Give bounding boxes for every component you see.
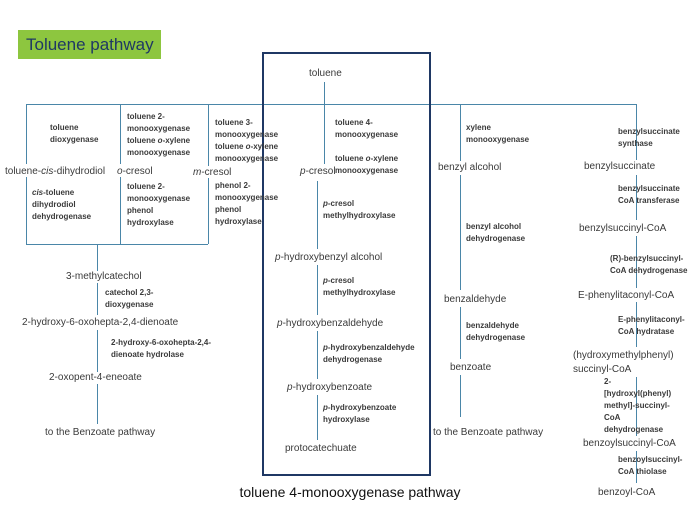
line-bs-down: [636, 175, 637, 220]
compound-benzoylsuccinyl-coa: benzoylsuccinyl-CoA: [583, 438, 676, 449]
compound-to-benzoate-right: to the Benzoate pathway: [433, 427, 544, 438]
compound-2-oxopent-4-eneoate: 2-oxopent-4-eneoate: [49, 372, 142, 383]
line-merge-horizontal: [26, 244, 208, 245]
enzyme-hohd-hydrolase: 2-hydroxy-6-oxohepta-2,4-dienoate hydrol…: [111, 338, 212, 359]
compound-toluene: toluene: [309, 68, 342, 79]
line-phbald-down: [317, 331, 318, 379]
enzyme-benzylsuccinate-coa-transferase: benzylsuccinate CoA transferase: [618, 184, 680, 205]
compound-p-hydroxybenzyl-alcohol: p-hydroxybenzyl alcohol: [275, 252, 383, 263]
compound-e-phenylitaconyl-coa: E-phenylitaconyl-CoA: [578, 290, 675, 301]
compound-p-cresol: p-cresol: [300, 166, 336, 177]
enzyme-phenol-2-monooxygenase: phenol 2-monooxygenase phenol hydroxylas…: [215, 181, 279, 226]
enzyme-e-phenylitaconyl-coa-hydratase: E-phenylitaconyl-CoA hydratase: [618, 315, 685, 336]
enzyme-p-hydroxybenzaldehyde-dehydrogenase: p-hydroxybenzaldehyde dehydrogenase: [323, 343, 415, 364]
line-col2-top: [120, 104, 121, 164]
line-col4-top: [324, 104, 325, 164]
line-catechol-down: [97, 283, 98, 315]
compound-benzylsuccinate: benzylsuccinate: [584, 161, 656, 172]
compound-m-cresol: m-cresol: [193, 167, 232, 178]
enzyme-p-hydroxybenzoate-hydroxylase: p-hydroxybenzoate hydroxylase: [323, 403, 397, 424]
compound-benzyl-alcohol: benzyl alcohol: [438, 162, 502, 173]
line-epc-down: [636, 302, 637, 347]
line-col6-top: [636, 104, 637, 160]
compound-o-cresol: o-cresol: [117, 166, 153, 177]
enzyme-r-benzylsuccinyl-coa-dehydrogenase: (R)-benzylsuccinyl-CoA dehydrogenase: [610, 254, 688, 275]
compound-p-hydroxybenzaldehyde: p-hydroxybenzaldehyde: [277, 318, 384, 329]
line-phba-down: [317, 265, 318, 315]
line-hmp-down: [636, 375, 637, 436]
enzyme-p-cresol-methylhydroxylase-2: p-cresol methylhydroxylase: [323, 276, 396, 297]
t4mo-pathway-box: [262, 52, 431, 476]
line-benzoate-down: [460, 375, 461, 417]
line-merge-down: [97, 244, 98, 271]
diagram-title: Toluene pathway: [18, 30, 161, 59]
compound-hohd: 2-hydroxy-6-oxohepta-2,4-dienoate: [22, 317, 179, 328]
line-col5-top: [460, 104, 461, 161]
line-toluene-down: [324, 82, 325, 104]
line-benzaldehyde-down: [460, 307, 461, 359]
line-top-horizontal: [26, 104, 636, 105]
line-col3-top: [208, 104, 209, 166]
compound-benzoyl-coa: benzoyl-CoA: [598, 487, 656, 498]
compound-toluene-cis-dihydrodiol: toluene-cis-dihydrodiol: [5, 166, 106, 177]
enzyme-benzoylsuccinyl-coa-thiolase: benzoylsuccinyl-CoA thiolase: [618, 455, 683, 476]
line-phb-down: [317, 395, 318, 440]
line-benzylalcohol-down: [460, 175, 461, 290]
enzyme-benzaldehyde-dehydrogenase: benzaldehyde dehydrogenase: [466, 321, 526, 342]
line-col1-top: [26, 104, 27, 164]
compound-p-hydroxybenzoate: p-hydroxybenzoate: [287, 382, 373, 393]
enzyme-p-cresol-methylhydroxylase-1: p-cresol methylhydroxylase: [323, 199, 396, 220]
line-col2-mid: [120, 177, 121, 244]
compound-3-methylcatechol: 3-methylcatechol: [66, 271, 142, 282]
line-bscoa-down: [636, 236, 637, 288]
compound-to-benzoate-left: to the Benzoate pathway: [45, 427, 156, 438]
compound-hydroxymethylphenyl-succinyl-coa: (hydroxymethylphenyl)succinyl-CoA: [573, 349, 674, 377]
enzyme-cis-toluene-dihydrodiol-dehydrogenase: cis-toluene dihydrodiol dehydrogenase: [32, 188, 92, 221]
enzyme-toluene-2-monooxygenase: toluene 2-monooxygenase toluene o-xylene…: [127, 112, 191, 157]
compound-benzylsuccinyl-coa: benzylsuccinyl-CoA: [579, 223, 667, 234]
line-pcresol-down: [317, 181, 318, 249]
line-col3-mid: [208, 178, 209, 244]
pathway-caption: toluene 4-monooxygenase pathway: [239, 484, 461, 500]
enzyme-xylene-monooxygenase: xylene monooxygenase: [466, 123, 530, 144]
enzyme-catechol-2-3-dioxygenase: catechol 2,3-dioxygenase: [105, 288, 154, 309]
enzyme-benzylsuccinate-synthase: benzylsuccinate synthase: [618, 127, 680, 148]
line-col1-mid: [26, 177, 27, 244]
enzyme-benzyl-alcohol-dehydrogenase: benzyl alcohol dehydrogenase: [466, 222, 526, 243]
compound-benzoate: benzoate: [450, 362, 492, 373]
line-bzs-down: [636, 451, 637, 483]
compound-protocatechuate: protocatechuate: [285, 443, 357, 454]
compound-benzaldehyde: benzaldehyde: [444, 294, 507, 305]
line-hohd-down: [97, 330, 98, 372]
enzyme-toluene-dioxygenase: toluene dioxygenase: [50, 123, 99, 144]
enzyme-hydroxyl-phenyl-methyl-succinyl-coa-dehydrogenase: 2-[hydroxyl(phenyl) methyl]-succinyl-CoA…: [604, 377, 672, 434]
enzyme-toluene-3-monooxygenase: toluene 3-monooxygenase toluene o-xylene…: [215, 118, 279, 163]
line-oxopent-down: [97, 384, 98, 424]
